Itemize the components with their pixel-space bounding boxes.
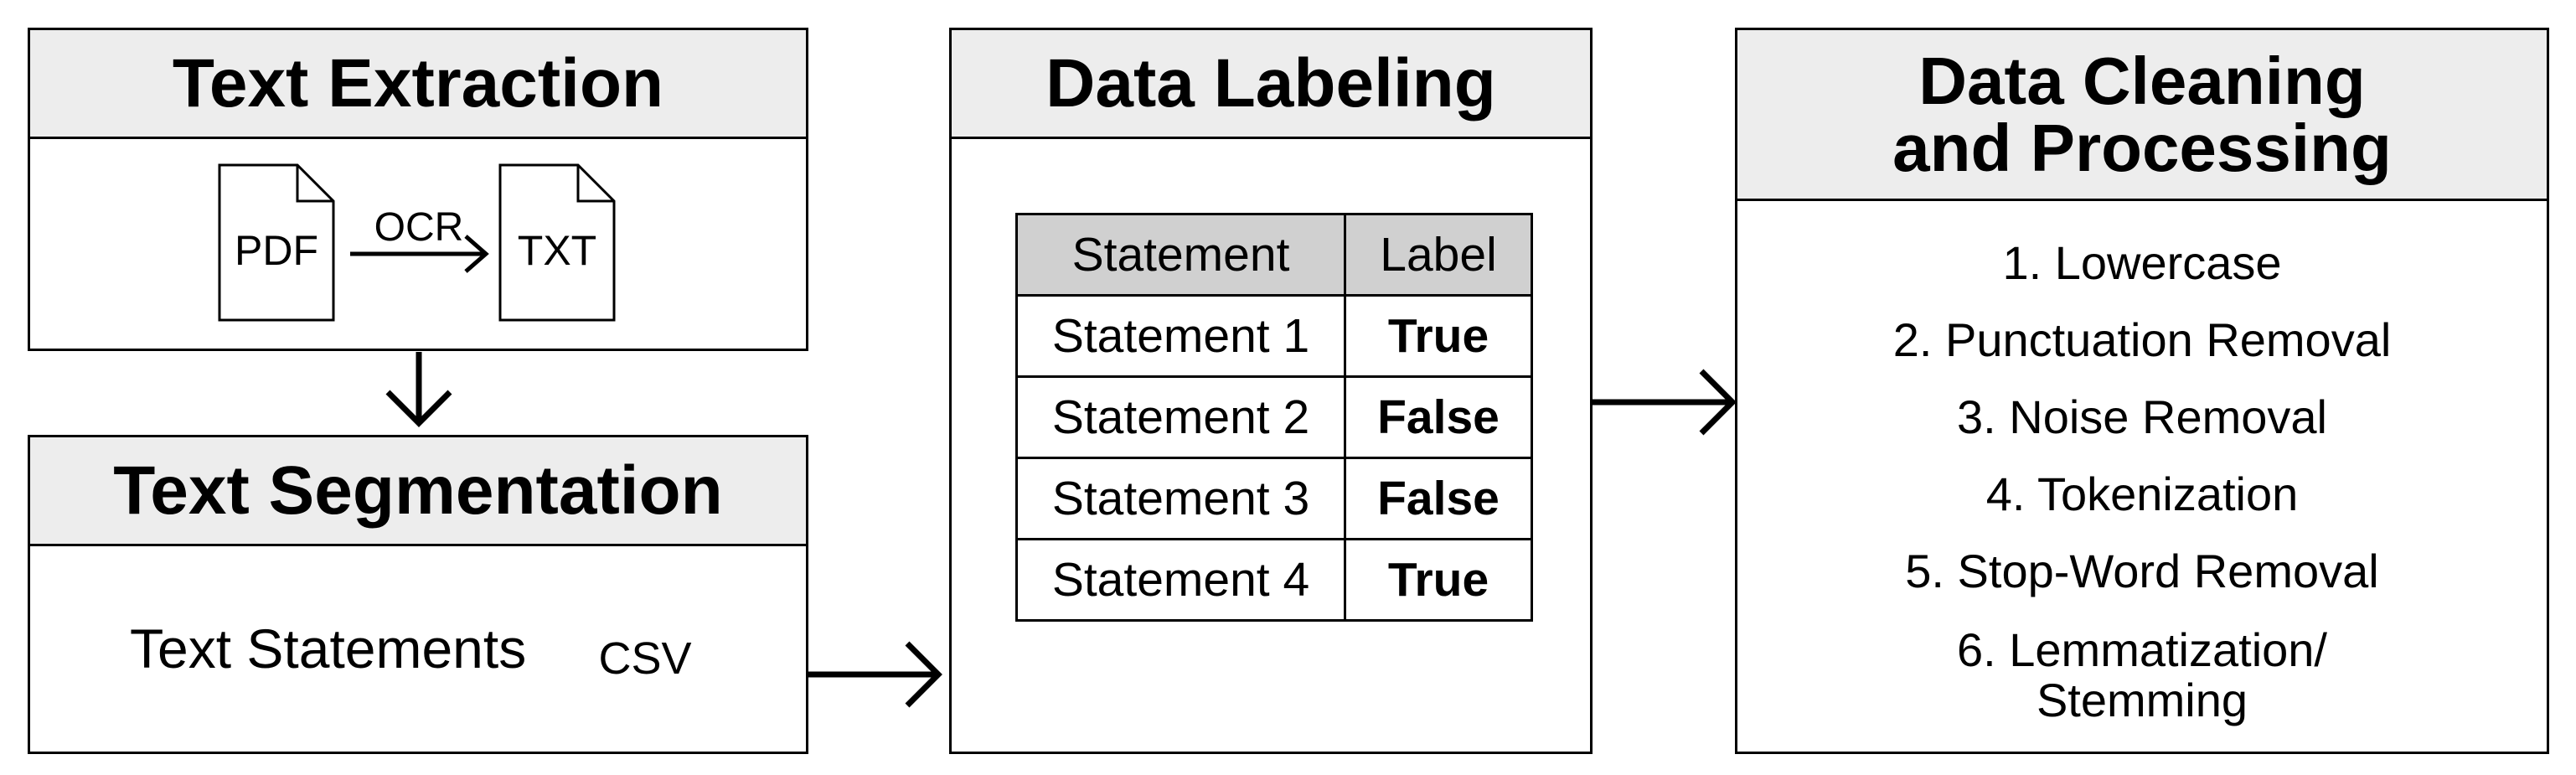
processing-steps-list: 1. Lowercase 2. Punctuation Removal 3. N… [1737, 225, 2547, 724]
data-cleaning-box: Data Cleaning and Processing [1735, 28, 2549, 754]
table-row: Statement 1 True [1015, 294, 1533, 378]
text-segmentation-title: Text Segmentation [113, 452, 723, 529]
data-cleaning-header: Data Cleaning and Processing [1737, 30, 2547, 201]
table-row: Statement 3 False [1015, 457, 1533, 540]
table-row: Statement 2 False [1015, 375, 1533, 459]
label-cell: True [1344, 538, 1533, 622]
table-row: Statement 4 True [1015, 538, 1533, 622]
statement-cell: Statement 3 [1015, 457, 1346, 540]
arrow-labeling-to-cleaning [1592, 369, 1737, 436]
list-item: 3. Noise Removal [1957, 390, 2327, 443]
pdf-file-icon [218, 163, 335, 322]
column-header-label: Label [1344, 213, 1533, 297]
ocr-process-label: OCR [374, 205, 464, 250]
statement-cell: Statement 4 [1015, 538, 1346, 622]
txt-file-icon [498, 163, 616, 322]
data-labeling-title: Data Labeling [1045, 44, 1496, 121]
list-item: 2. Punctuation Removal [1892, 313, 2392, 366]
statement-cell: Statement 1 [1015, 294, 1346, 378]
step-6-line1: 6. Lemmatization/ [1957, 623, 2327, 676]
data-cleaning-title-line1: Data Cleaning [1918, 43, 2366, 118]
arrow-extraction-to-segmentation [385, 352, 452, 427]
data-cleaning-title: Data Cleaning and Processing [1892, 43, 2392, 185]
arrow-segmentation-to-labeling [804, 641, 942, 708]
text-extraction-box: Text Extraction [28, 28, 808, 351]
text-extraction-header: Text Extraction [30, 30, 806, 139]
step-6-line2: Stemming [2036, 674, 2248, 726]
csv-file-label: CSV [598, 633, 692, 684]
data-cleaning-title-line2: and Processing [1892, 110, 2392, 185]
data-labeling-header: Data Labeling [952, 30, 1590, 139]
text-statements-label: Text Statements [130, 617, 527, 679]
label-cell: False [1344, 375, 1533, 459]
text-segmentation-header: Text Segmentation [30, 437, 806, 546]
list-item: 6. Lemmatization/ Stemming [1737, 610, 2547, 724]
text-extraction-title: Text Extraction [172, 44, 664, 121]
column-header-statement: Statement [1015, 213, 1346, 297]
ocr-arrow [350, 235, 489, 273]
labeling-table: Statement Label Statement 1 True Stateme… [1015, 213, 1533, 622]
pdf-file-label: PDF [235, 227, 318, 274]
list-item: 5. Stop-Word Removal [1905, 545, 2379, 597]
txt-file-label: TXT [517, 227, 597, 274]
list-item: 1. Lowercase [2002, 236, 2282, 289]
label-cell: False [1344, 457, 1533, 540]
label-cell: True [1344, 294, 1533, 378]
table-header-row: Statement Label [1015, 213, 1533, 297]
list-item: 4. Tokenization [1985, 468, 2299, 520]
statement-cell: Statement 2 [1015, 375, 1346, 459]
text-segmentation-box: Text Segmentation [28, 435, 808, 754]
